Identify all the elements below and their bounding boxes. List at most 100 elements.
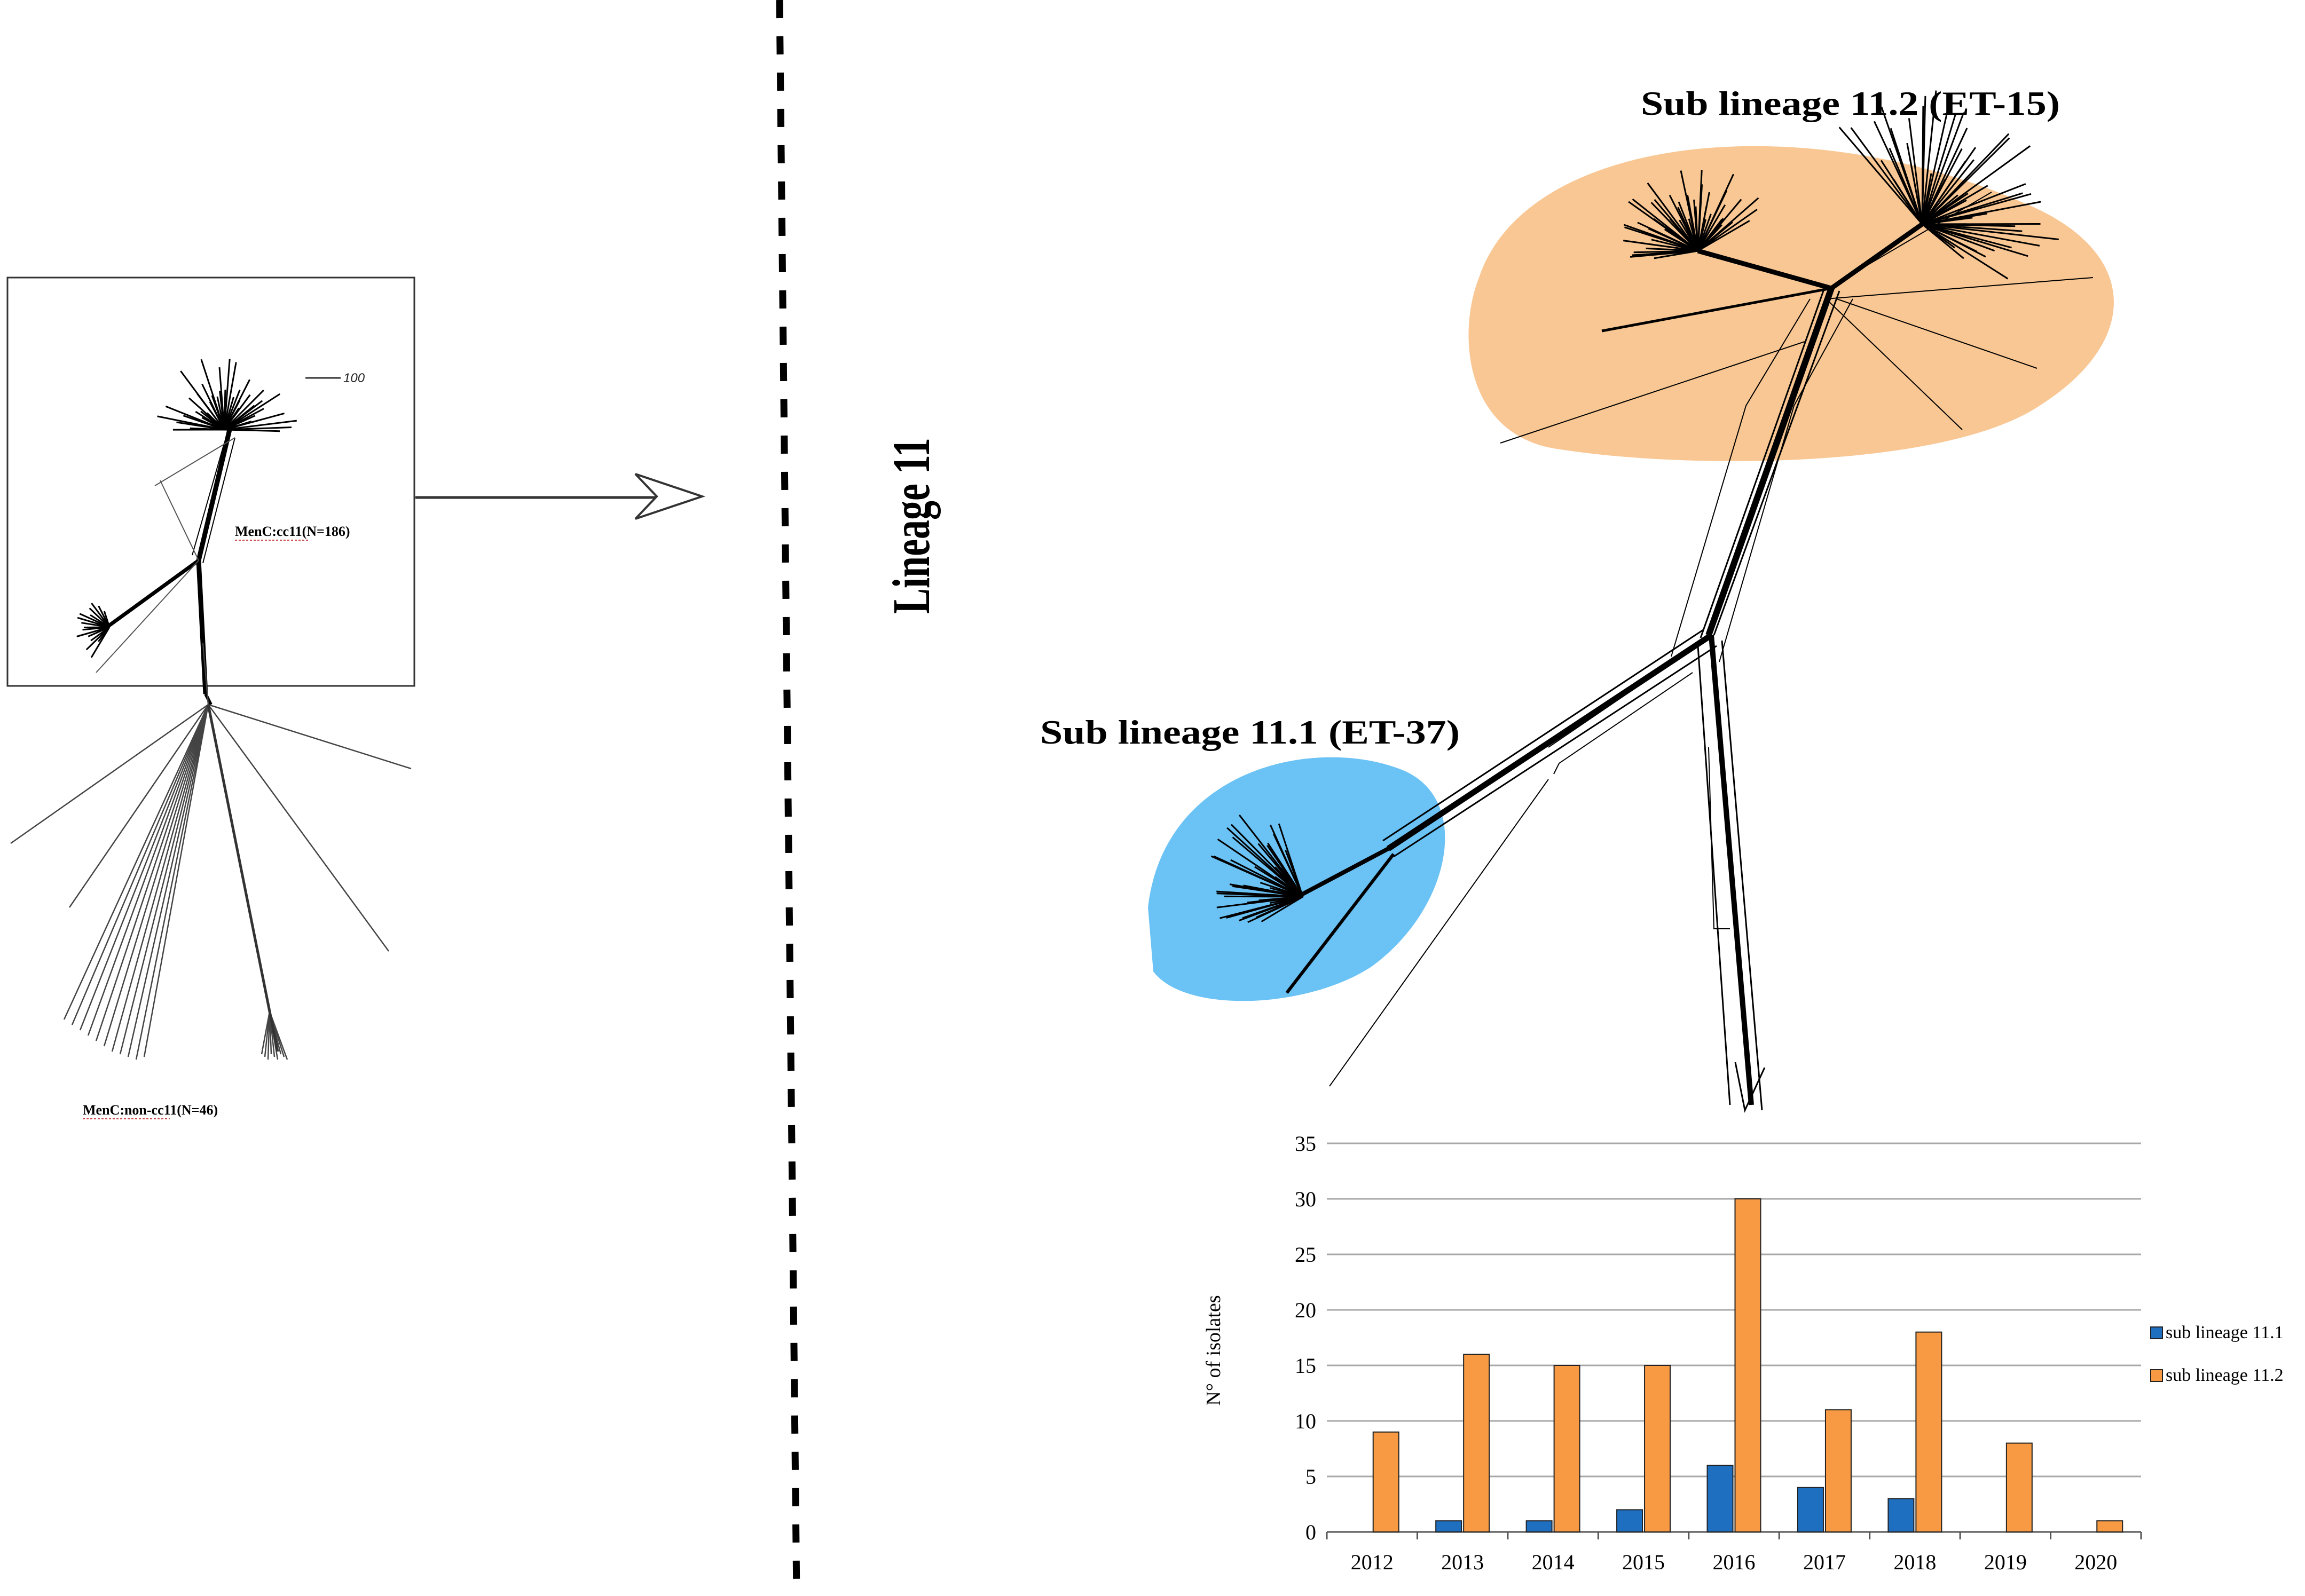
network-edge — [1697, 220, 1750, 252]
chart-bar-sub-lineage-11-2-2019 — [2005, 1442, 2033, 1533]
chart-x-tick-label: 2014 — [1532, 1550, 1575, 1574]
network-edge — [1873, 121, 1923, 225]
chart-legend-label: sub lineage 11.1 — [2166, 1323, 2284, 1342]
network-edge — [1921, 161, 1966, 225]
network-edge — [1921, 90, 1937, 225]
network-edge — [127, 704, 209, 1057]
network-edge — [103, 611, 111, 628]
zoom-frame — [6, 276, 415, 687]
network-edge — [1921, 112, 1965, 225]
network-edge — [1921, 113, 1957, 225]
network-edge — [1257, 843, 1304, 897]
network-edge — [87, 704, 209, 1036]
network-edge — [1922, 223, 1986, 258]
network-edge — [119, 704, 209, 1055]
network-edge — [1838, 127, 1923, 225]
network-edge — [200, 359, 225, 430]
network-edge — [103, 704, 209, 1047]
network-edge — [63, 704, 209, 1020]
network-edge — [1922, 199, 1967, 225]
chart-bar-sub-lineage-11-2-2012 — [1372, 1431, 1399, 1533]
chart-bar-sub-lineage-11-2-2015 — [1644, 1365, 1671, 1532]
network-edge — [68, 704, 209, 908]
chart-x-tick-label: 2012 — [1351, 1550, 1394, 1574]
network-edge — [1922, 217, 1973, 225]
chart-x-tick-label: 2015 — [1622, 1550, 1665, 1574]
network-edge — [1850, 127, 1923, 225]
network-edge — [224, 420, 297, 431]
network-edge — [76, 626, 110, 637]
network-edge — [1921, 98, 1952, 225]
network-edge — [223, 359, 231, 430]
network-edge — [1922, 223, 2009, 280]
network-edge — [196, 393, 225, 430]
chart-x-tick-label: 2020 — [2074, 1550, 2117, 1574]
chart-bar-sub-lineage-11-2-2018 — [1915, 1331, 1942, 1533]
network-edge — [1922, 223, 1995, 252]
network-edge — [1678, 201, 1699, 251]
chart-y-tick-label: 0 — [1305, 1520, 1316, 1544]
chart-x-tick-label: 2017 — [1803, 1550, 1846, 1574]
network-edge — [201, 383, 225, 430]
network-edge — [224, 412, 285, 431]
network-edge — [223, 394, 251, 430]
network-edge — [1238, 896, 1303, 922]
network-edge — [223, 362, 237, 430]
chart-x-tick-label: 2018 — [1893, 1550, 1936, 1574]
network-edge — [202, 643, 209, 705]
network-edge — [1697, 209, 1758, 252]
network-edge — [165, 405, 225, 431]
network-edge — [208, 704, 412, 770]
network-edge — [1921, 159, 1974, 225]
network-edge — [1697, 204, 1726, 251]
scale-bar-label: 100 — [343, 371, 365, 385]
network-edge — [223, 389, 264, 431]
network-edge — [1647, 182, 1699, 251]
network-edge — [1230, 824, 1304, 898]
chart-bar-sub-lineage-11-1-2016 — [1706, 1465, 1734, 1532]
chart-y-tick-label: 35 — [1295, 1132, 1316, 1156]
left-network-panel: 100 MenC:cc11(N=186) MenC:non-cc11(N=46) — [6, 276, 706, 1119]
network-edge — [1217, 838, 1303, 898]
network-edge — [1648, 227, 1698, 252]
chart-x-tick-label: 2016 — [1713, 1550, 1756, 1574]
network-edge — [1226, 896, 1303, 919]
network-edge — [224, 429, 280, 432]
chart-x-tick-label: 2019 — [1984, 1550, 2027, 1574]
network-edge — [1269, 824, 1304, 897]
chart-bar-sub-lineage-11-1-2014 — [1525, 1520, 1553, 1532]
network-edge — [1686, 195, 1699, 251]
network-edge — [157, 415, 225, 431]
network-edge — [1247, 896, 1303, 904]
network-edge — [95, 704, 209, 1041]
chart-legend-swatch — [2150, 1369, 2163, 1382]
network-edge — [1230, 859, 1303, 898]
network-edge — [224, 393, 281, 431]
chart-bar-sub-lineage-11-2-2020 — [2096, 1520, 2123, 1532]
chart-y-tick-label: 5 — [1305, 1465, 1316, 1489]
network-edge — [1921, 96, 1926, 225]
network-edge — [1623, 224, 1698, 252]
network-edge — [1623, 240, 1698, 252]
chart-y-tick-label: 30 — [1295, 1187, 1316, 1211]
sub-lineage-11-2-label: Sub lineage 11.2 (ET-15) — [1641, 84, 2060, 122]
network-edge — [218, 367, 225, 430]
network-edge — [1216, 890, 1303, 898]
chart-y-tick-label: 15 — [1295, 1354, 1316, 1378]
chart-x-tick-label: 2013 — [1441, 1550, 1484, 1574]
network-edge — [1697, 170, 1703, 251]
network-edge — [1278, 823, 1304, 897]
network-edge — [1922, 223, 2059, 240]
network-edge — [143, 704, 209, 1057]
network-edge — [1267, 842, 1304, 897]
network-edge — [1890, 128, 1923, 225]
network-edge — [1922, 183, 2026, 225]
chart-legend-swatch — [2150, 1326, 2163, 1339]
chart-y-tick-label: 10 — [1295, 1409, 1316, 1433]
network-edge — [1632, 198, 1698, 252]
network-edge — [1697, 173, 1734, 251]
network-edge — [1261, 896, 1303, 922]
